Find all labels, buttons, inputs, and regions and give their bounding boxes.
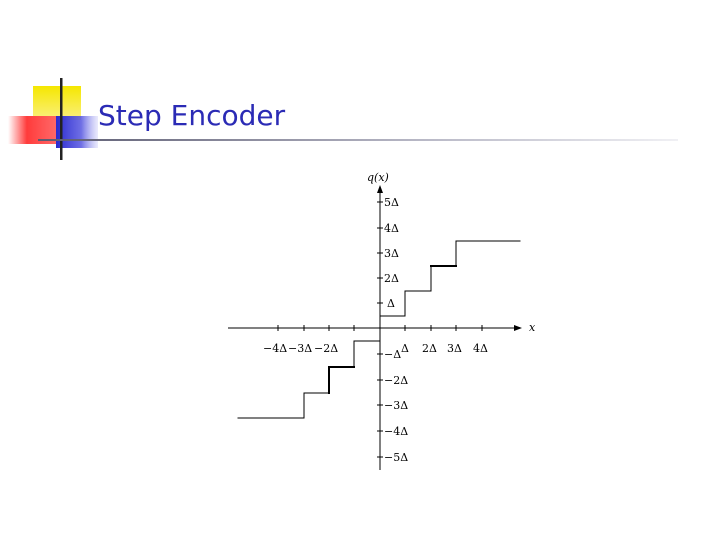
x-tick-label: Δ [401, 342, 409, 355]
x-tick-labels: −4Δ −3Δ −2Δ Δ 2Δ 3Δ 4Δ [263, 342, 488, 355]
x-axis-arrowhead [514, 325, 522, 331]
slide-title: Step Encoder [98, 99, 286, 132]
x-axis-ticks [277, 325, 483, 331]
y-axis-arrowhead [377, 185, 383, 193]
y-tick-label: Δ [387, 297, 395, 310]
y-axis-label: q(x) [367, 171, 389, 184]
corner-logo-graphic [8, 78, 98, 160]
y-tick-label: −4Δ [384, 425, 408, 438]
axes [228, 190, 518, 470]
y-tick-labels: 5Δ 4Δ 3Δ 2Δ Δ −Δ −2Δ −3Δ −4Δ −5Δ [384, 196, 408, 464]
x-axis-label: x [529, 321, 536, 334]
negative-staircase [237, 340, 381, 419]
y-tick-label: 3Δ [384, 247, 399, 260]
y-tick-label: −3Δ [384, 399, 408, 412]
x-tick-label: 4Δ [473, 342, 488, 355]
y-tick-label: −2Δ [384, 374, 408, 387]
y-tick-label: 5Δ [384, 196, 399, 209]
y-tick-label: 2Δ [384, 272, 399, 285]
x-tick-label: 2Δ [422, 342, 437, 355]
x-tick-label: −3Δ [288, 342, 312, 355]
y-tick-label: −Δ [384, 348, 401, 361]
x-tick-label: 3Δ [447, 342, 462, 355]
logo-yellow-square [33, 86, 81, 120]
logo-vertical-line [60, 78, 63, 160]
y-tick-label: 4Δ [384, 222, 399, 235]
x-tick-label: −2Δ [314, 342, 338, 355]
y-axis-ticks [377, 201, 383, 458]
positive-staircase [379, 240, 521, 317]
logo-blue-square [56, 116, 98, 148]
x-tick-label: −4Δ [263, 342, 287, 355]
y-tick-label: −5Δ [384, 451, 408, 464]
title-underline-rule [38, 139, 678, 141]
